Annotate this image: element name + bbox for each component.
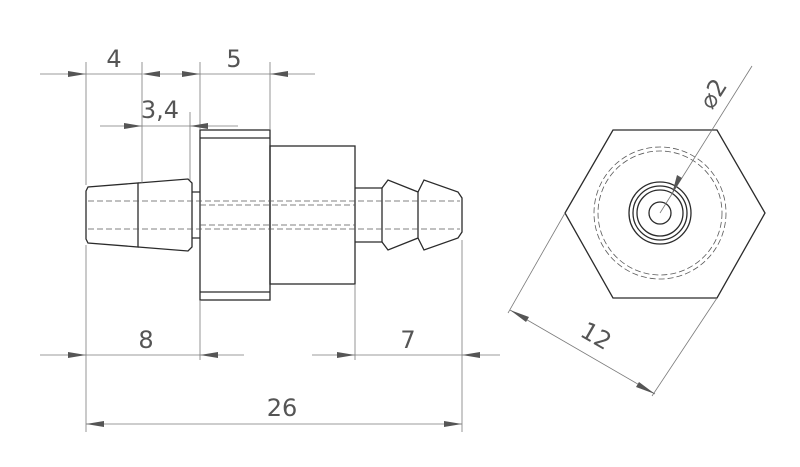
dimension-7: 7 — [312, 240, 500, 432]
end-view — [564, 129, 766, 299]
dimension-5: 5 — [160, 45, 315, 130]
dim-label-8: 8 — [138, 326, 153, 354]
thread-hidden-circle — [593, 146, 727, 280]
dim-label-dia-2: ⌀2 — [693, 74, 732, 114]
right-barb-2 — [417, 179, 463, 251]
dim-label-7: 7 — [400, 326, 415, 354]
dimension-8: 8 — [40, 245, 244, 432]
dimension-4: 4 — [40, 45, 160, 185]
left-barb-tip — [85, 182, 139, 248]
hex-nut — [199, 129, 271, 301]
dim-label-12: 12 — [576, 316, 616, 356]
bore-ring-3 — [636, 189, 684, 237]
left-neck — [192, 191, 200, 239]
bore-ring-2 — [632, 185, 688, 241]
bore-ring-outer — [628, 181, 692, 245]
main-body — [269, 145, 356, 285]
dim-label-4: 4 — [106, 45, 121, 73]
dim-label-3-4: 3,4 — [141, 96, 179, 124]
left-barb-body — [137, 178, 193, 252]
thread-hidden-circle-2 — [597, 150, 723, 276]
right-barb-1 — [381, 179, 419, 251]
dim-label-26: 26 — [267, 394, 298, 422]
right-neck — [355, 187, 383, 243]
hex-outline — [564, 129, 766, 299]
dimension-dia-2: ⌀2 — [659, 65, 753, 214]
dimension-3-4: 3,4 — [100, 96, 238, 180]
bore-hole — [648, 201, 672, 225]
dimension-26: 26 — [86, 394, 462, 427]
side-view — [85, 129, 463, 301]
dimension-12: 12 — [507, 212, 718, 397]
dim-label-5: 5 — [226, 45, 241, 73]
